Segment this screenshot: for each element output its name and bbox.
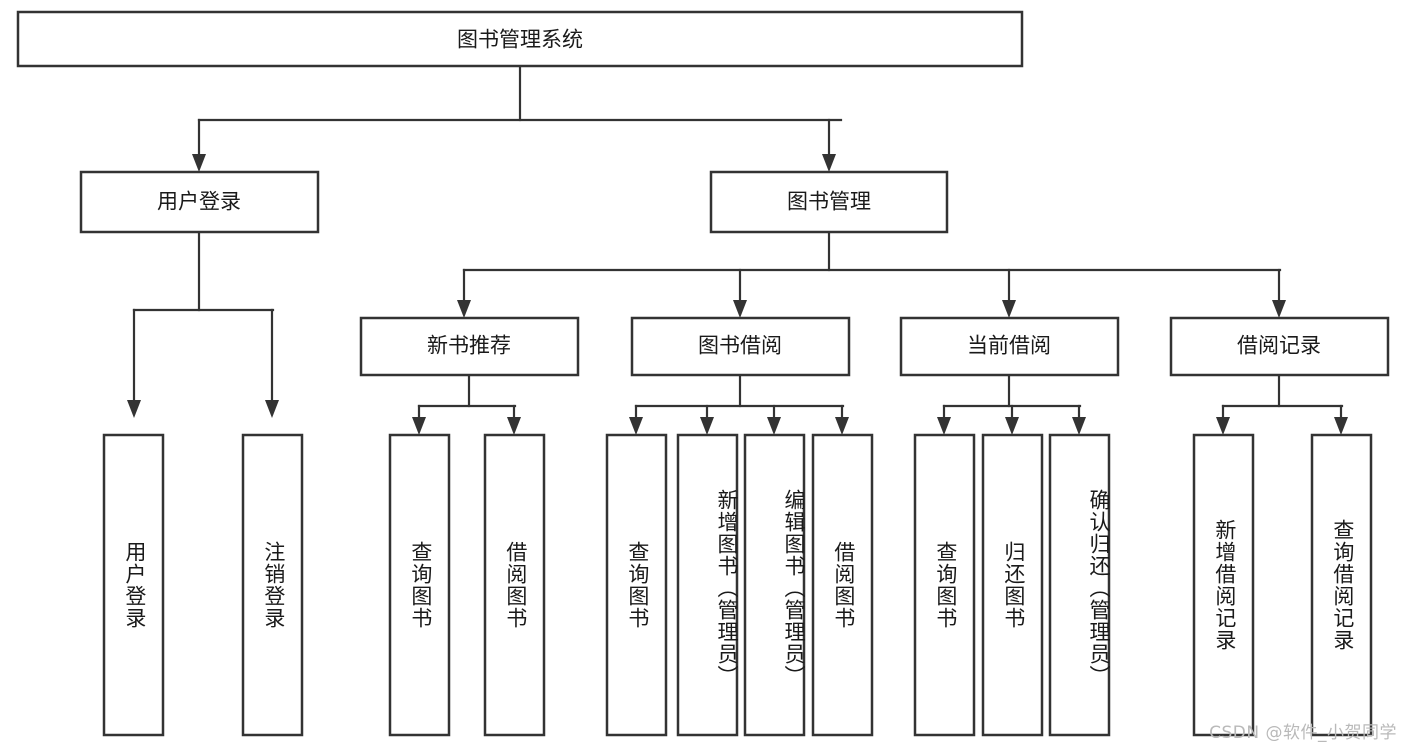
node-new-book-recommend[interactable]: 新书推荐 [359, 316, 580, 377]
node-leaf-query-book-3-box[interactable] [913, 433, 976, 737]
connector-layer [127, 64, 1348, 435]
leaf-box-layer [102, 433, 1373, 737]
node-leaf-query-book-1-box[interactable] [388, 433, 451, 737]
arrow-to-leaf-borrow-book-1 [507, 417, 521, 435]
node-new-book-recommend-box[interactable] [359, 316, 580, 377]
arrow-to-leaf-query-borrow-record [1334, 417, 1348, 435]
node-user-login-label: 用户登录 [157, 191, 241, 214]
arrow-to-leaf-borrow-book-2 [835, 417, 849, 435]
node-leaf-user-login-box[interactable] [102, 433, 165, 737]
node-new-book-recommend-label: 新书推荐 [427, 335, 511, 358]
node-leaf-query-book-2-box[interactable] [605, 433, 668, 737]
arrow-root-to-book-manage [822, 154, 836, 172]
arrow-to-leaf-user-login [127, 400, 141, 418]
arrow-to-leaf-confirm-return [1072, 417, 1086, 435]
node-leaf-add-borrow-record-box[interactable] [1192, 433, 1255, 737]
node-leaf-borrow-book-1-box[interactable] [483, 433, 546, 737]
node-leaf-confirm-return-box[interactable] [1048, 433, 1111, 737]
node-borrow-record-label: 借阅记录 [1237, 335, 1321, 358]
node-book-borrow-label: 图书借阅 [698, 335, 782, 358]
node-leaf-borrow-book-2-box[interactable] [811, 433, 874, 737]
arrow-to-leaf-query-book-1 [412, 417, 426, 435]
arrow-to-leaf-edit-book [767, 417, 781, 435]
arrow-root-to-user-login [192, 154, 206, 172]
arrow-to-book-borrow [733, 300, 747, 318]
node-borrow-record-box[interactable] [1169, 316, 1390, 377]
node-leaf-return-book-box[interactable] [981, 433, 1044, 737]
node-user-login[interactable]: 用户登录 [79, 170, 320, 234]
arrow-to-current-borrow [1002, 300, 1016, 318]
arrow-to-new-book-recommend [457, 300, 471, 318]
node-book-manage-box[interactable] [709, 170, 949, 234]
node-root-label: 图书管理系统 [457, 29, 583, 52]
node-leaf-add-book-box[interactable] [676, 433, 739, 737]
node-borrow-record[interactable]: 借阅记录 [1169, 316, 1390, 377]
node-book-borrow[interactable]: 图书借阅 [630, 316, 851, 377]
arrow-to-borrow-record [1272, 300, 1286, 318]
node-current-borrow[interactable]: 当前借阅 [899, 316, 1120, 377]
node-root-box[interactable] [16, 10, 1024, 68]
arrow-to-leaf-return-book [1005, 417, 1019, 435]
node-book-borrow-box[interactable] [630, 316, 851, 377]
arrow-to-leaf-query-book-3 [937, 417, 951, 435]
node-book-manage[interactable]: 图书管理 [709, 170, 949, 234]
arrow-to-leaf-logout-login [265, 400, 279, 418]
node-current-borrow-box[interactable] [899, 316, 1120, 377]
arrow-to-leaf-query-book-2 [629, 417, 643, 435]
node-leaf-edit-book-box[interactable] [743, 433, 806, 737]
node-user-login-box[interactable] [79, 170, 320, 234]
node-current-borrow-label: 当前借阅 [967, 335, 1051, 358]
node-root[interactable]: 图书管理系统 [16, 10, 1024, 68]
csdn-watermark: CSDN @软件_小贺同学 [1209, 723, 1397, 743]
arrow-to-leaf-add-book [700, 417, 714, 435]
node-book-manage-label: 图书管理 [787, 191, 871, 214]
node-leaf-query-borrow-record-box[interactable] [1310, 433, 1373, 737]
node-leaf-logout-login-box[interactable] [241, 433, 304, 737]
arrow-to-leaf-add-borrow-record [1216, 417, 1230, 435]
